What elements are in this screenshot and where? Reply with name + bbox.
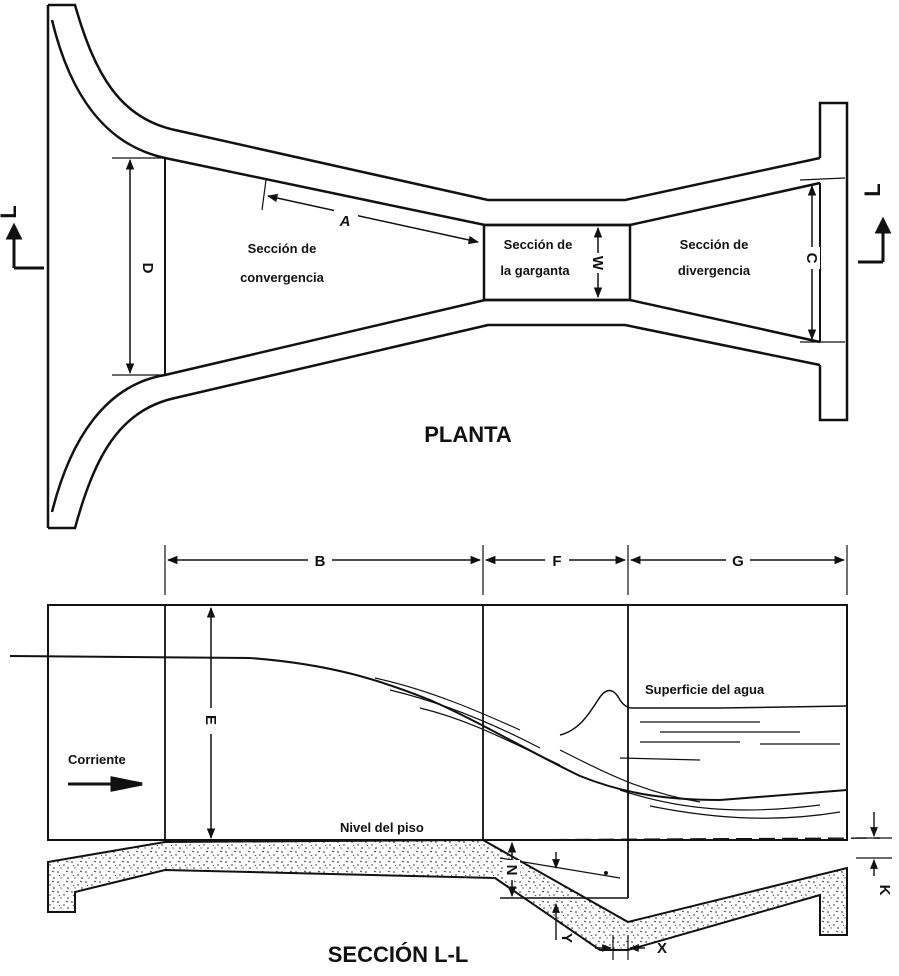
dim-e-label: E xyxy=(202,715,219,725)
dim-w-label: W xyxy=(589,256,606,271)
dim-a-tick xyxy=(261,179,267,211)
jump-ripple-5 xyxy=(619,757,701,761)
divergence-label-2: divergencia xyxy=(678,263,751,278)
inlet-wall-bottom-outer xyxy=(48,323,821,530)
section-marker-right-arrow xyxy=(858,216,892,264)
dim-n-label: N xyxy=(503,865,520,876)
dim-y-label: Y xyxy=(558,933,575,943)
dim-a-label: A xyxy=(339,213,351,230)
inlet-wall-top-inner xyxy=(50,19,821,227)
water-ripple-3 xyxy=(419,707,561,766)
inlet-wall-bottom-inner xyxy=(50,298,821,513)
water-surface-line xyxy=(9,655,848,802)
section-view: B F G E xyxy=(9,545,893,967)
dim-c-tick-top xyxy=(799,177,846,181)
section-marker-left-label: L xyxy=(0,205,21,218)
water-surface-label: Superficie del agua xyxy=(645,682,765,697)
dim-f-label: F xyxy=(552,553,561,570)
dim-k-label: K xyxy=(876,885,893,896)
crest-point xyxy=(604,871,608,875)
dim-b-label: B xyxy=(315,553,326,570)
dim-g-label: G xyxy=(732,553,744,570)
water-ripple-5 xyxy=(619,789,821,811)
plan-title: PLANTA xyxy=(424,422,512,447)
divergence-label-1: Sección de xyxy=(680,237,749,252)
dim-c-label: C xyxy=(803,253,820,264)
water-ripple-6 xyxy=(649,805,841,819)
throat-label-1: Sección de xyxy=(504,237,573,252)
dim-d-label: D xyxy=(139,263,156,274)
convergence-label-1: Sección de xyxy=(248,241,317,256)
throat-section xyxy=(482,223,632,302)
outlet-flange xyxy=(818,101,849,422)
inlet-wall-top-outer xyxy=(48,3,821,202)
hydraulic-jump xyxy=(559,689,848,736)
convergence-label-2: convergencia xyxy=(240,270,325,285)
water-ripple-1 xyxy=(374,677,521,731)
water-ripple-2 xyxy=(389,689,541,749)
water-ripple-4 xyxy=(559,749,701,803)
concrete-floor xyxy=(47,838,848,951)
floor-level-label: Nivel del piso xyxy=(340,820,424,835)
section-marker-right-label: L xyxy=(860,183,885,196)
dim-a-line xyxy=(266,193,480,245)
floor-level-line xyxy=(482,837,881,841)
section-marker-left-arrow xyxy=(5,222,44,270)
section-title: SECCIÓN L-L xyxy=(328,942,469,967)
throat-label-2: la garganta xyxy=(500,263,570,278)
flow-label: Corriente xyxy=(68,752,126,767)
dim-x-label: X xyxy=(657,940,667,957)
plan-view: D A W C L L Sección de convergencia Secc… xyxy=(0,3,892,530)
flow-arrow xyxy=(68,776,143,792)
